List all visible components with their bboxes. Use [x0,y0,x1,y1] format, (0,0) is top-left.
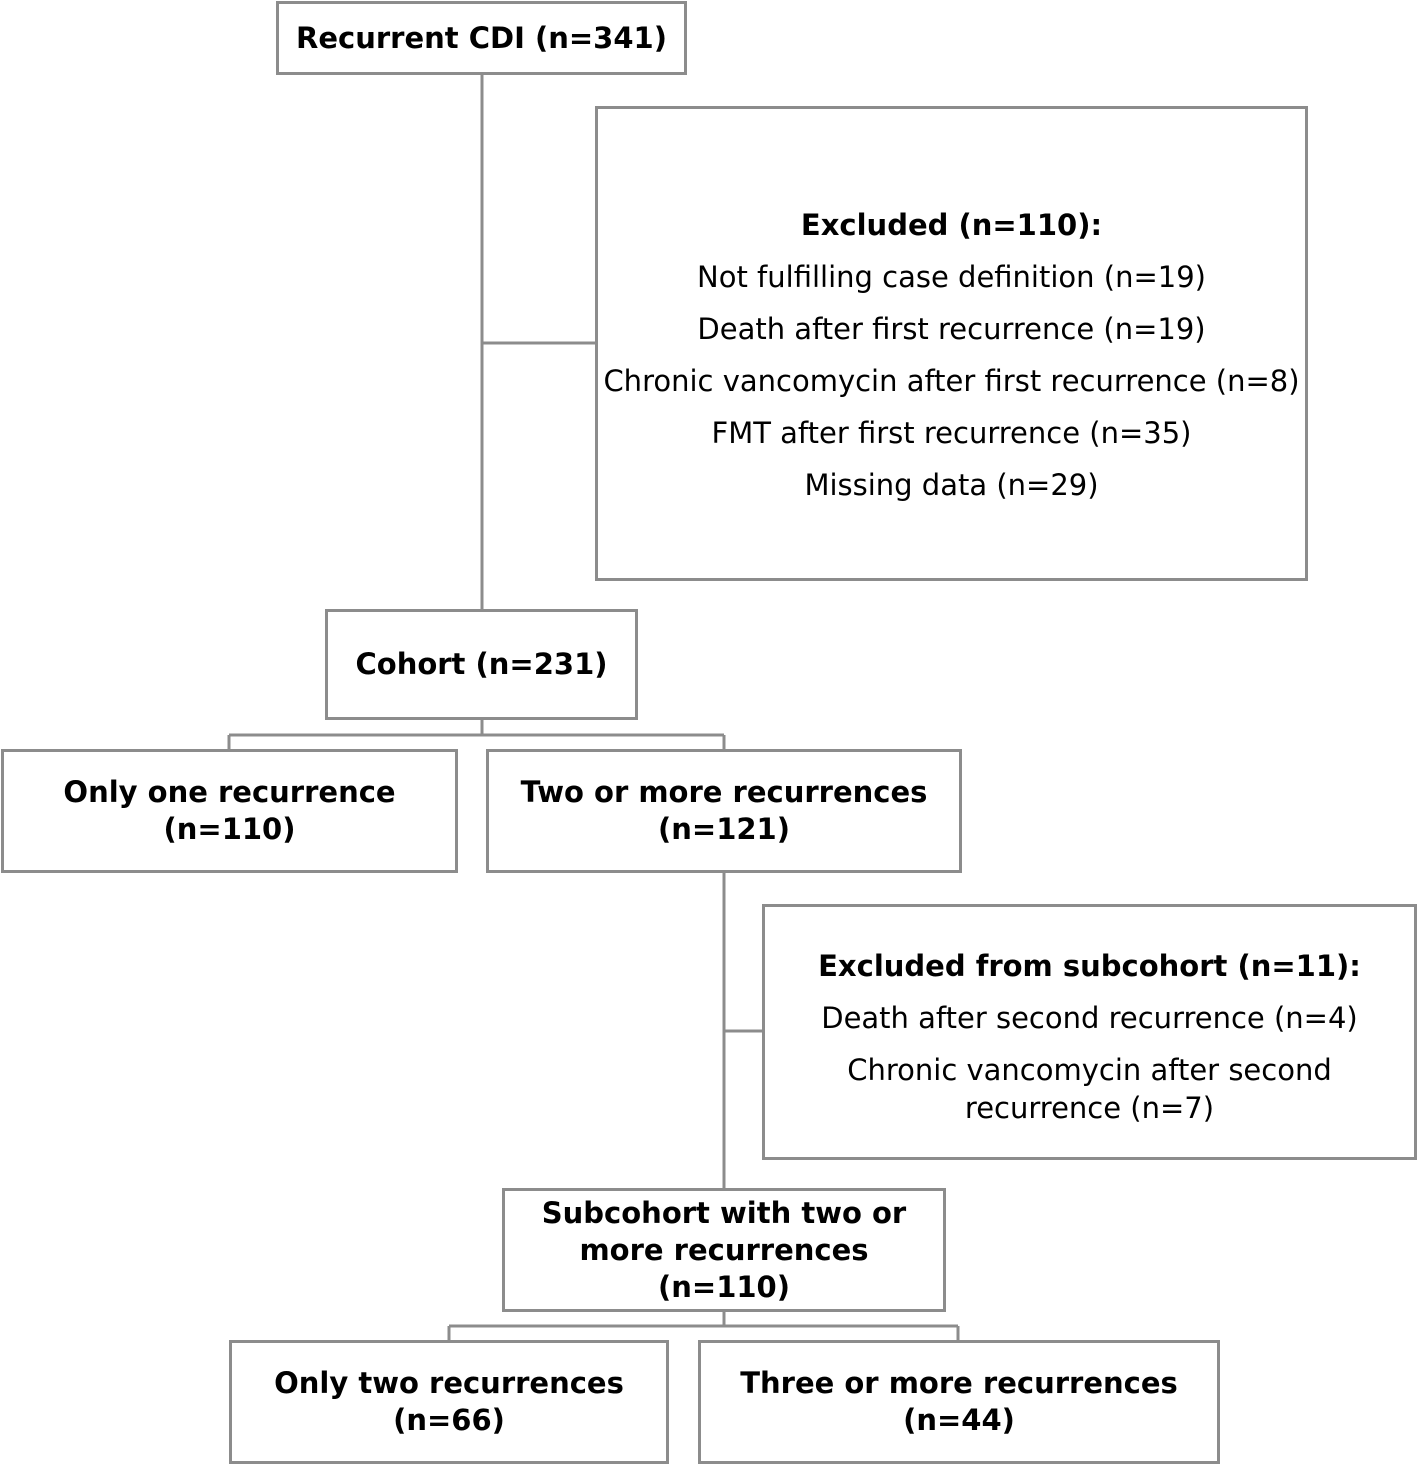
recurrent-cdi-label: Recurrent CDI (n=341) [296,20,667,55]
cohort-box: Cohort (n=231) [325,609,638,720]
recurrent-cdi-box: Recurrent CDI (n=341) [276,1,687,75]
two-or-more-label: Two or more recurrences (n=121) [520,775,928,846]
two-or-more-box: Two or more recurrences (n=121) [486,749,962,873]
excluded-box: Excluded (n=110): Not fulfilling case de… [595,106,1308,581]
excluded-item-case-definition: Not fulfilling case definition (n=19) [697,260,1206,294]
subcohort-box: Subcohort with two or more recurrences (… [502,1188,946,1312]
one-recurrence-box: Only one recurrence (n=110) [1,749,458,873]
three-or-more-label: Three or more recurrences (n=44) [740,1366,1178,1437]
excluded-item-chronic-vancomycin: Chronic vancomycin after first recurrenc… [603,364,1300,398]
excluded-title: Excluded (n=110): [800,208,1103,242]
cohort-label: Cohort (n=231) [355,647,608,681]
three-or-more-box: Three or more recurrences (n=44) [698,1340,1220,1464]
excluded-subcohort-title: Excluded from subcohort (n=11): [818,949,1361,983]
subcohort-label: Subcohort with two or more recurrences (… [541,1195,907,1304]
only-two-box: Only two recurrences (n=66) [229,1340,669,1464]
excluded-item-fmt: FMT after first recurrence (n=35) [711,416,1192,450]
excluded-subcohort-item-vancomycin: Chronic vancomycin after second recurren… [847,1053,1332,1125]
excluded-subcohort-box: Excluded from subcohort (n=11): Death af… [762,904,1417,1160]
excluded-subcohort-item-death: Death after second recurrence (n=4) [821,1001,1358,1035]
excluded-item-missing-data: Missing data (n=29) [804,468,1099,502]
one-recurrence-label: Only one recurrence (n=110) [63,775,396,846]
only-two-label: Only two recurrences (n=66) [274,1366,624,1437]
excluded-item-death: Death after first recurrence (n=19) [697,312,1206,346]
